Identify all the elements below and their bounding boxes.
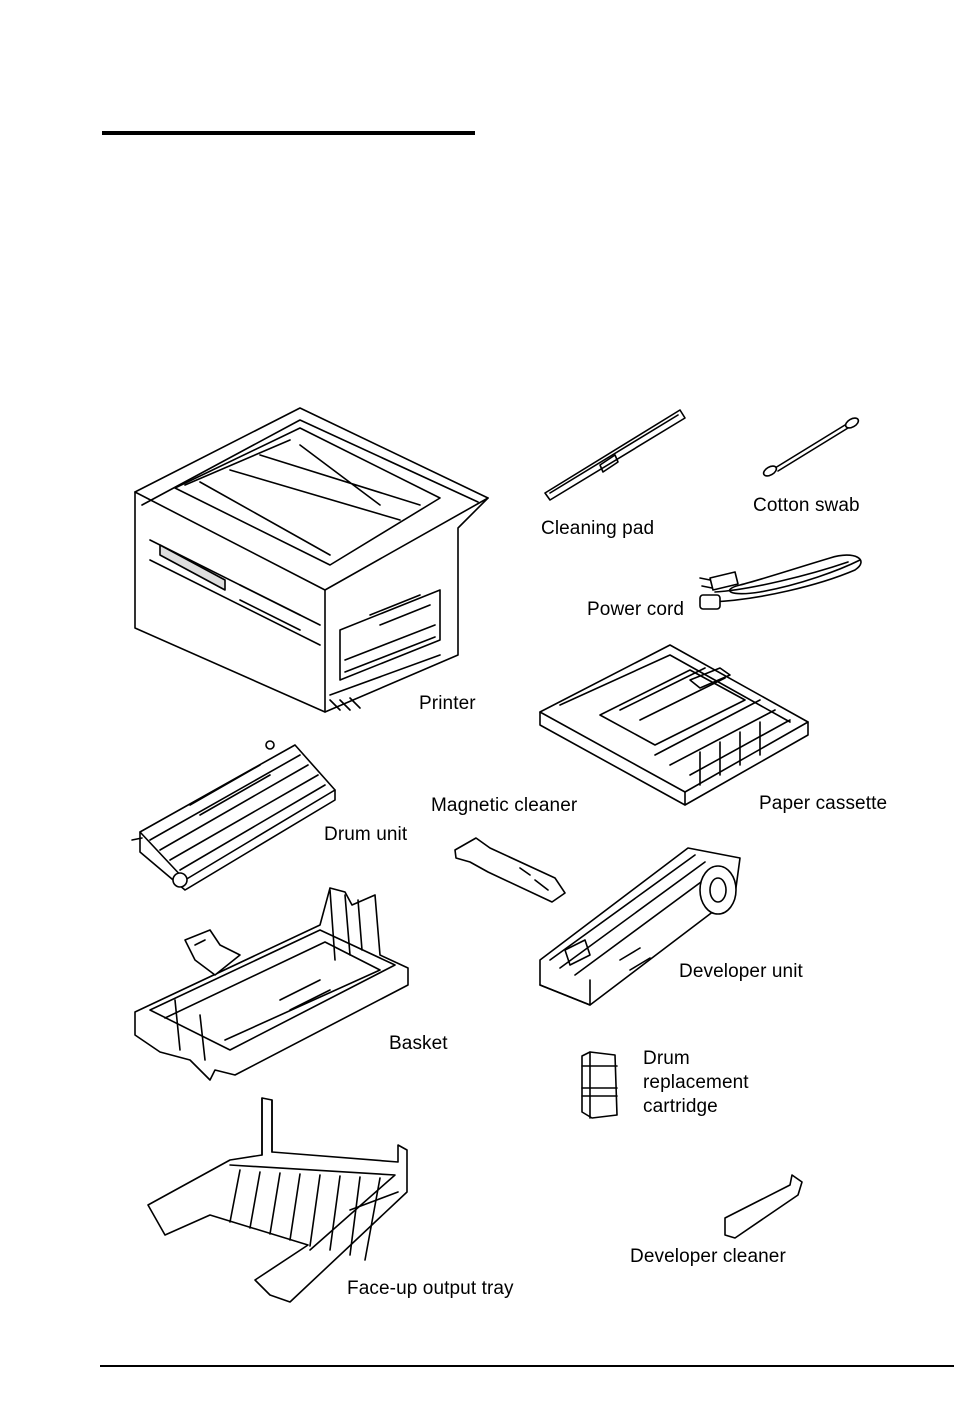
label-drum-replacement-line-1: Drum [643, 1048, 690, 1069]
label-cleaning-pad: Cleaning pad [541, 518, 655, 539]
basket-illustration [135, 888, 408, 1080]
label-drum-replacement-line-3: cartridge [643, 1096, 718, 1117]
developer-cleaner-illustration [725, 1175, 802, 1238]
drum-replacement-cartridge-illustration [582, 1052, 617, 1118]
cotton-swab-illustration [762, 416, 860, 478]
label-drum-replacement-line-2: replacement [643, 1072, 749, 1093]
label-basket: Basket [389, 1033, 448, 1054]
label-printer: Printer [419, 693, 476, 714]
label-cotton-swab: Cotton swab [753, 495, 860, 516]
developer-unit-illustration [540, 848, 740, 1005]
label-drum-replacement-cartridge: Drum replacement cartridge [643, 1047, 749, 1119]
face-up-output-tray-illustration [148, 1098, 407, 1302]
header-rule [102, 131, 475, 135]
printer-illustration [135, 408, 488, 712]
label-magnetic-cleaner: Magnetic cleaner [431, 795, 578, 816]
label-face-up-output-tray: Face-up output tray [347, 1278, 514, 1299]
cleaning-pad-illustration [545, 410, 685, 500]
label-developer-cleaner: Developer cleaner [630, 1246, 786, 1267]
label-power-cord: Power cord [587, 599, 685, 620]
label-drum-unit: Drum unit [324, 824, 408, 845]
paper-cassette-illustration [540, 645, 808, 805]
footer-rule [100, 1365, 954, 1367]
drum-unit-illustration [132, 741, 335, 890]
label-paper-cassette: Paper cassette [759, 793, 888, 814]
power-cord-illustration [700, 555, 861, 609]
label-developer-unit: Developer unit [679, 961, 803, 982]
magnetic-cleaner-illustration [455, 838, 565, 902]
